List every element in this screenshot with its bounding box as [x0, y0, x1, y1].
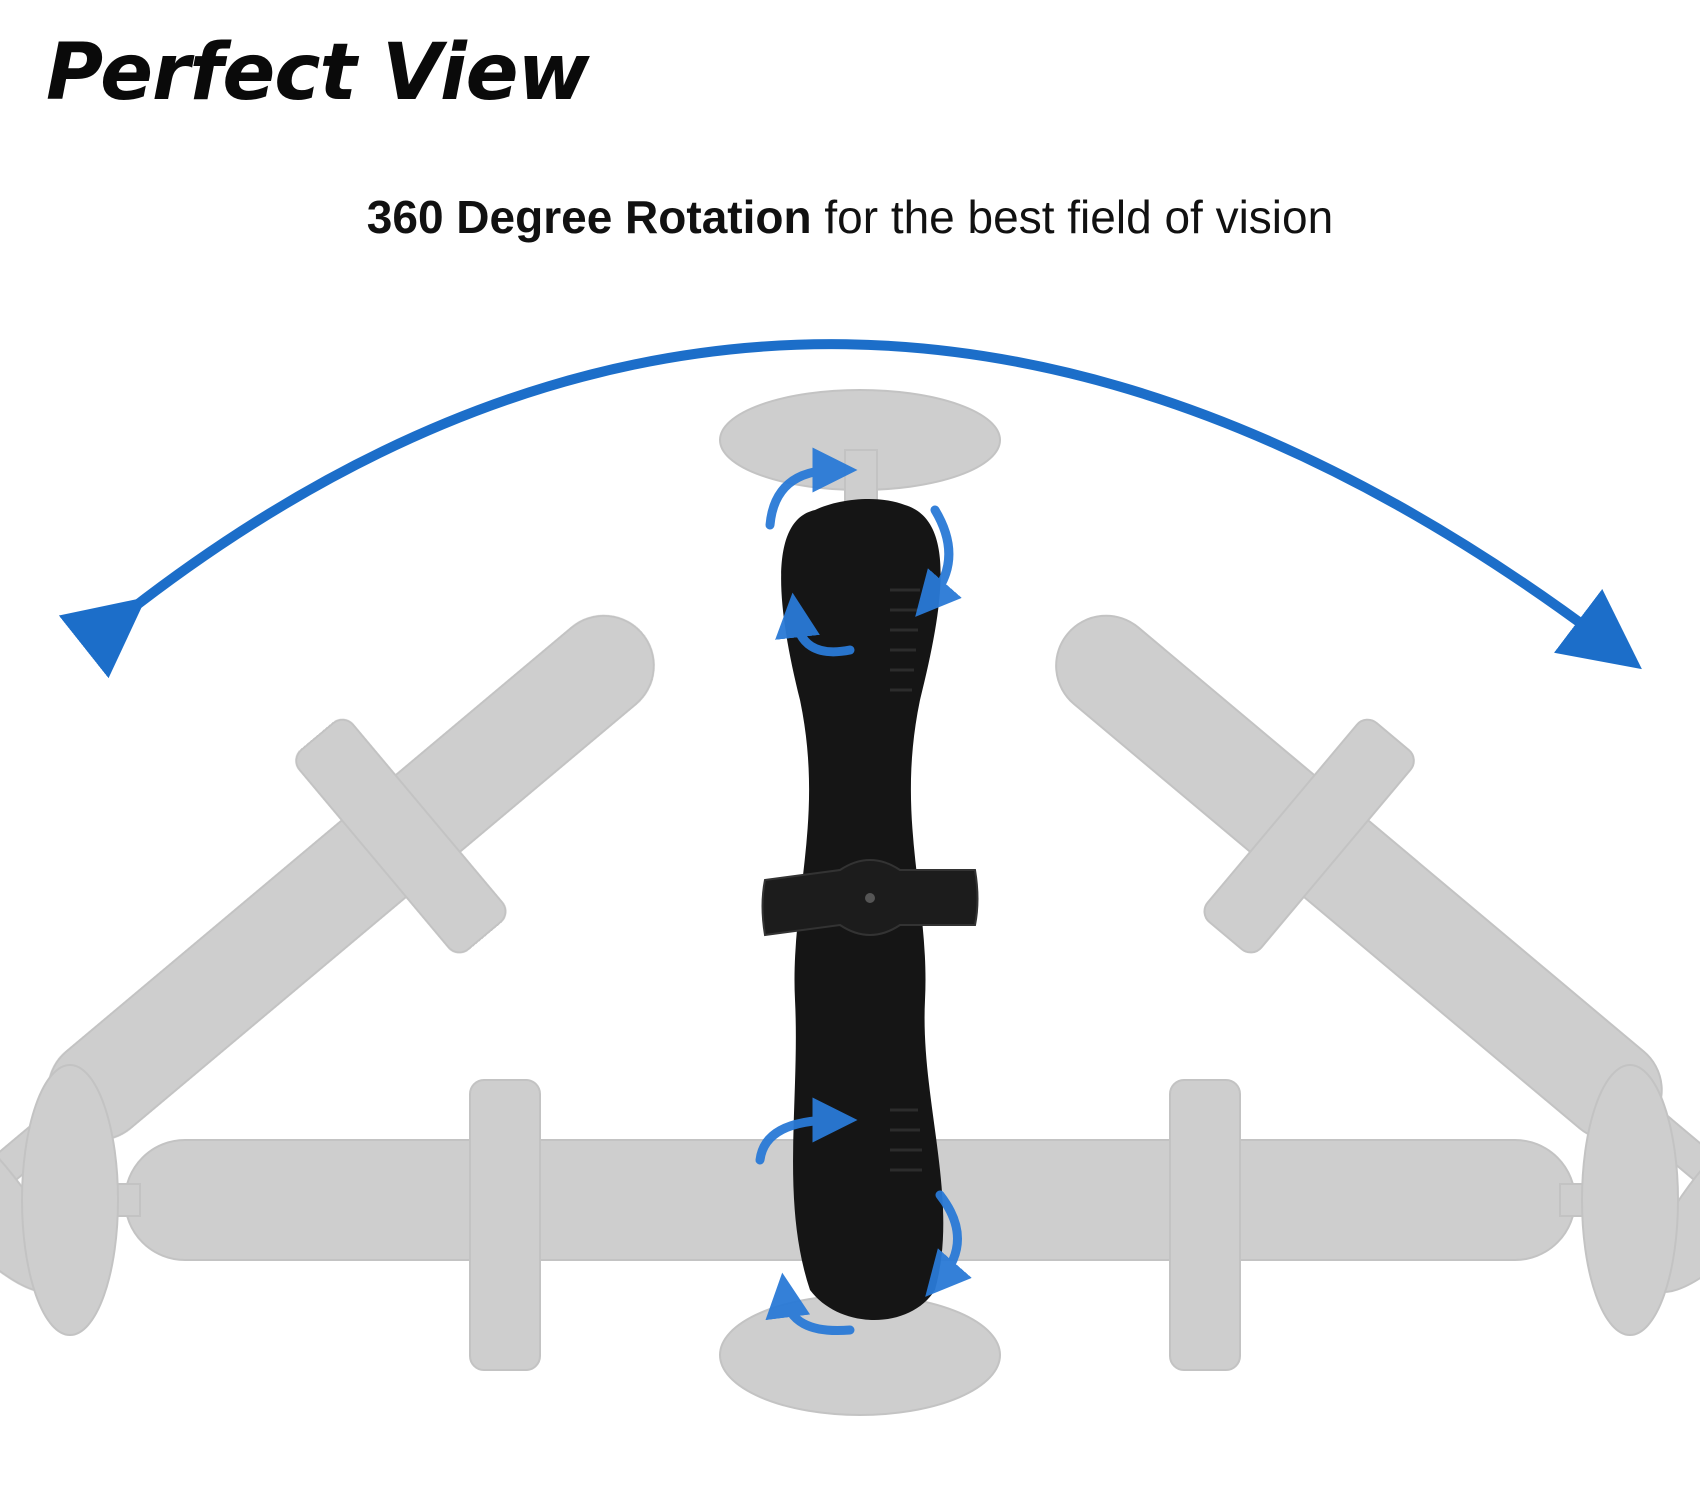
rotation-arrow-icon — [755, 1097, 858, 1165]
page-title: Perfect View — [46, 28, 590, 118]
rotation-arrow-icon — [915, 505, 962, 617]
rotation-arrow-icon — [765, 1272, 855, 1336]
subtitle-rest: for the best field of vision — [811, 191, 1334, 243]
rotation-arrow-icon — [775, 592, 855, 657]
subtitle-bold: 360 Degree Rotation — [366, 191, 812, 243]
rotation-arrow-icon — [925, 1190, 972, 1297]
double-headed-arc-arrow-icon — [58, 339, 1642, 679]
subtitle: 360 Degree Rotation for the best field o… — [0, 190, 1700, 244]
rotation-arrow-icon — [765, 447, 858, 530]
